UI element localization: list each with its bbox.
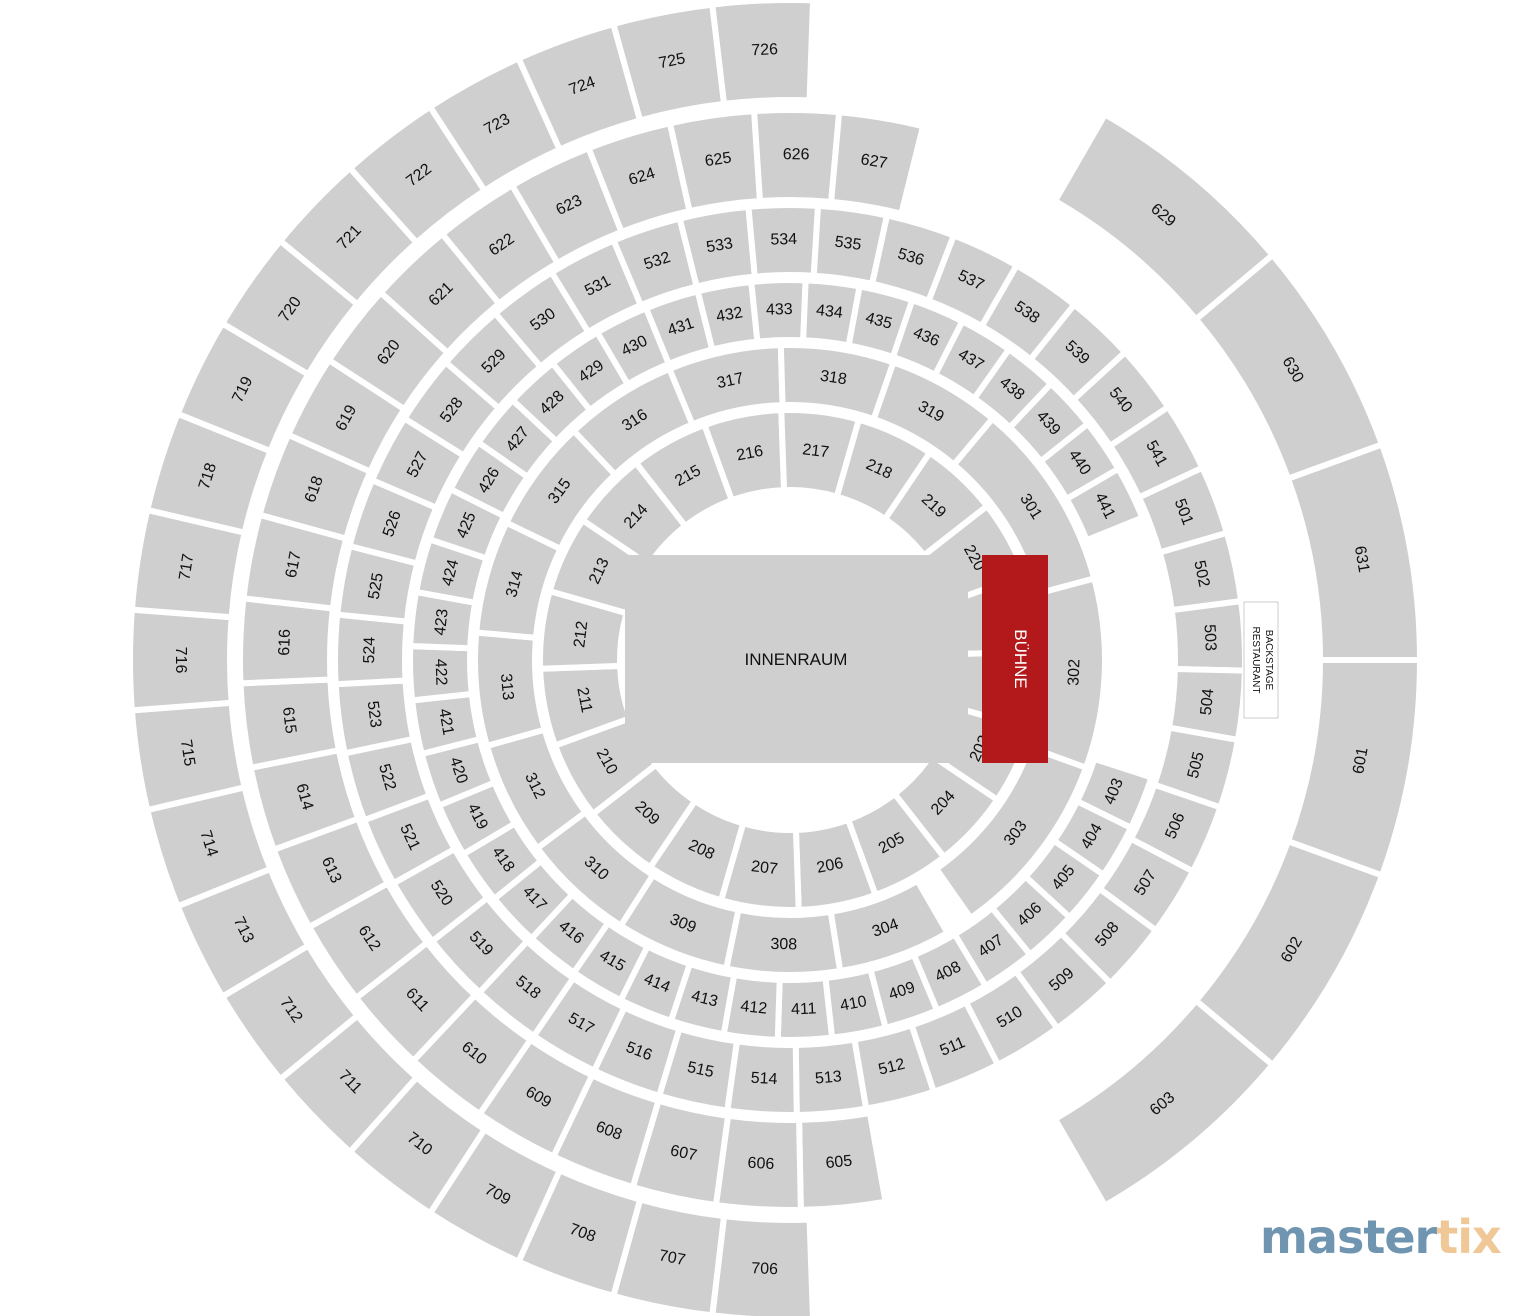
section-726[interactable]: [708, 0, 817, 108]
section-625[interactable]: [666, 107, 764, 215]
mastertix-logo: mastertix: [1260, 1210, 1502, 1264]
section-627[interactable]: [827, 108, 927, 218]
section-716[interactable]: [127, 606, 235, 714]
section-706[interactable]: [709, 1212, 816, 1316]
logo-part-master: master: [1260, 1210, 1437, 1264]
section-615[interactable]: [237, 676, 343, 772]
section-523[interactable]: [332, 677, 417, 757]
section-626[interactable]: [750, 107, 843, 206]
section-411[interactable]: [774, 974, 836, 1043]
floor-area[interactable]: [625, 555, 968, 763]
section-534[interactable]: [745, 202, 822, 280]
section-605[interactable]: [796, 1109, 889, 1213]
section-513[interactable]: [792, 1036, 870, 1118]
section-524[interactable]: [332, 611, 411, 688]
section-603[interactable]: [1050, 996, 1277, 1210]
section-541[interactable]: [1105, 402, 1207, 502]
logo-part-tix: tix: [1436, 1210, 1501, 1264]
section-433[interactable]: [748, 277, 809, 345]
section-715[interactable]: [128, 699, 249, 814]
section-503[interactable]: [1168, 597, 1248, 674]
section-432[interactable]: [694, 278, 761, 354]
section-422[interactable]: [407, 642, 476, 704]
backstage-restaurant-box: [1243, 601, 1279, 719]
section-616[interactable]: [237, 595, 337, 687]
stage-label: BÜHNE: [1011, 629, 1030, 689]
section-441[interactable]: [1062, 464, 1147, 545]
floor-label: INNENRAUM: [745, 650, 848, 669]
section-308[interactable]: [722, 906, 844, 978]
section-601[interactable]: [1284, 657, 1424, 880]
section-631[interactable]: [1284, 440, 1424, 663]
section-533[interactable]: [676, 203, 759, 291]
backstage-label: BACKSTAGE: [1263, 630, 1274, 691]
stage: [982, 555, 1048, 763]
section-313[interactable]: [472, 629, 549, 750]
sections-layer: [127, 0, 1424, 1316]
restaurant-label: RESTAURANT: [1250, 626, 1261, 693]
section-303[interactable]: [932, 743, 1090, 923]
